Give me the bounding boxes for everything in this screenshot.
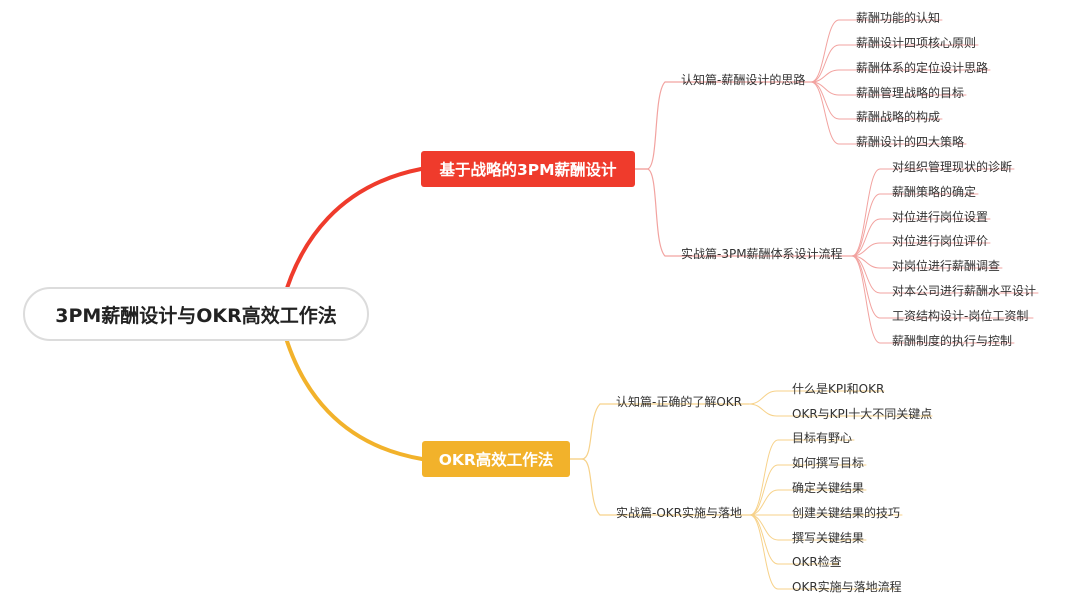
leaf-topic-b1-s2-7[interactable]: 工资结构设计-岗位工资制	[892, 309, 1029, 323]
branch2-to-section2-line	[569, 458, 601, 516]
leaf-topic-b1-s1-4[interactable]: 薪酬管理战略的目标	[856, 86, 965, 100]
item-line-b2-s2-3	[749, 489, 867, 516]
leaf-topic-b1-s2-2[interactable]: 薪酬策略的确定	[892, 185, 977, 199]
item-line-b1-s2-8	[851, 255, 1015, 344]
branch1-to-section2-line	[634, 168, 666, 257]
leaf-topic-b1-s1-2[interactable]: 薪酬设计四项核心原则	[856, 36, 977, 50]
item-line-b1-s2-6	[851, 255, 1039, 294]
leaf-topic-b1-s2-8[interactable]: 薪酬制度的执行与控制	[892, 334, 1013, 348]
root-to-branch2-line	[281, 326, 424, 461]
leaf-topic-b1-s2-1[interactable]: 对组织管理现状的诊断	[892, 160, 1013, 174]
root-topic[interactable]: 3PM薪酬设计与OKR高效工作法	[23, 287, 369, 341]
branch2-to-section1-line	[569, 403, 601, 460]
section-topic-b2-s2[interactable]: 实战篇-OKR实施与落地	[616, 506, 742, 520]
item-line-b2-s2-7	[749, 514, 900, 590]
branch1-to-section1-line	[634, 81, 666, 170]
item-line-b1-s2-3	[851, 218, 991, 257]
root-to-branch1-line	[281, 167, 423, 303]
leaf-topic-b1-s1-1[interactable]: 薪酬功能的认知	[856, 11, 941, 25]
leaf-topic-b2-s2-2[interactable]: 如何撰写目标	[792, 456, 865, 470]
leaf-topic-b2-s2-7[interactable]: OKR实施与落地流程	[792, 580, 902, 594]
item-line-b1-s1-2	[810, 44, 979, 83]
item-line-b1-s1-3	[810, 69, 991, 83]
leaf-topic-b1-s1-3[interactable]: 薪酬体系的定位设计思路	[856, 61, 989, 75]
leaf-topic-b1-s2-3[interactable]: 对位进行岗位设置	[892, 210, 989, 224]
section-topic-b1-s2[interactable]: 实战篇-3PM薪酬体系设计流程	[681, 247, 843, 261]
item-line-b1-s2-2	[851, 193, 979, 257]
section-topic-b1-s1[interactable]: 认知篇-薪酬设计的思路	[681, 73, 806, 87]
leaf-topic-b2-s2-4[interactable]: 创建关键结果的技巧	[792, 506, 901, 520]
item-line-b1-s1-4	[810, 81, 967, 96]
leaf-topic-b1-s1-6[interactable]: 薪酬设计的四大策略	[856, 135, 965, 149]
item-line-b2-s1-2	[748, 403, 933, 417]
item-line-b1-s2-1	[851, 168, 1015, 257]
branch-topic-3pm-salary[interactable]: 基于战略的3PM薪酬设计	[421, 151, 635, 187]
item-line-b1-s1-6	[810, 81, 967, 145]
leaf-topic-b2-s1-2[interactable]: OKR与KPI十大不同关键点	[792, 407, 933, 421]
section-topic-b2-s1[interactable]: 认知篇-正确的了解OKR	[616, 395, 742, 409]
leaf-topic-b2-s2-3[interactable]: 确定关键结果	[792, 481, 865, 495]
leaf-topic-b2-s2-6[interactable]: OKR检查	[792, 555, 842, 569]
leaf-topic-b2-s2-1[interactable]: 目标有野心	[792, 431, 853, 445]
branch-topic-okr[interactable]: OKR高效工作法	[422, 441, 570, 477]
item-line-b1-s2-5	[851, 255, 1003, 269]
leaf-topic-b2-s2-5[interactable]: 撰写关键结果	[792, 531, 865, 545]
item-line-b1-s1-1	[810, 19, 943, 83]
item-line-b1-s2-4	[851, 242, 991, 257]
leaf-topic-b1-s2-6[interactable]: 对本公司进行薪酬水平设计	[892, 284, 1037, 298]
item-line-b2-s2-1	[749, 439, 855, 516]
leaf-topic-b2-s1-1[interactable]: 什么是KPI和OKR	[792, 382, 885, 396]
item-line-b2-s2-2	[749, 464, 867, 516]
leaf-topic-b1-s2-5[interactable]: 对岗位进行薪酬调查	[892, 259, 1001, 273]
leaf-topic-b1-s2-4[interactable]: 对位进行岗位评价	[892, 234, 989, 248]
item-line-b1-s1-5	[810, 81, 943, 120]
leaf-topic-b1-s1-5[interactable]: 薪酬战略的构成	[856, 110, 941, 124]
item-line-b2-s2-6	[749, 514, 840, 565]
item-line-b2-s1-1	[748, 390, 885, 405]
